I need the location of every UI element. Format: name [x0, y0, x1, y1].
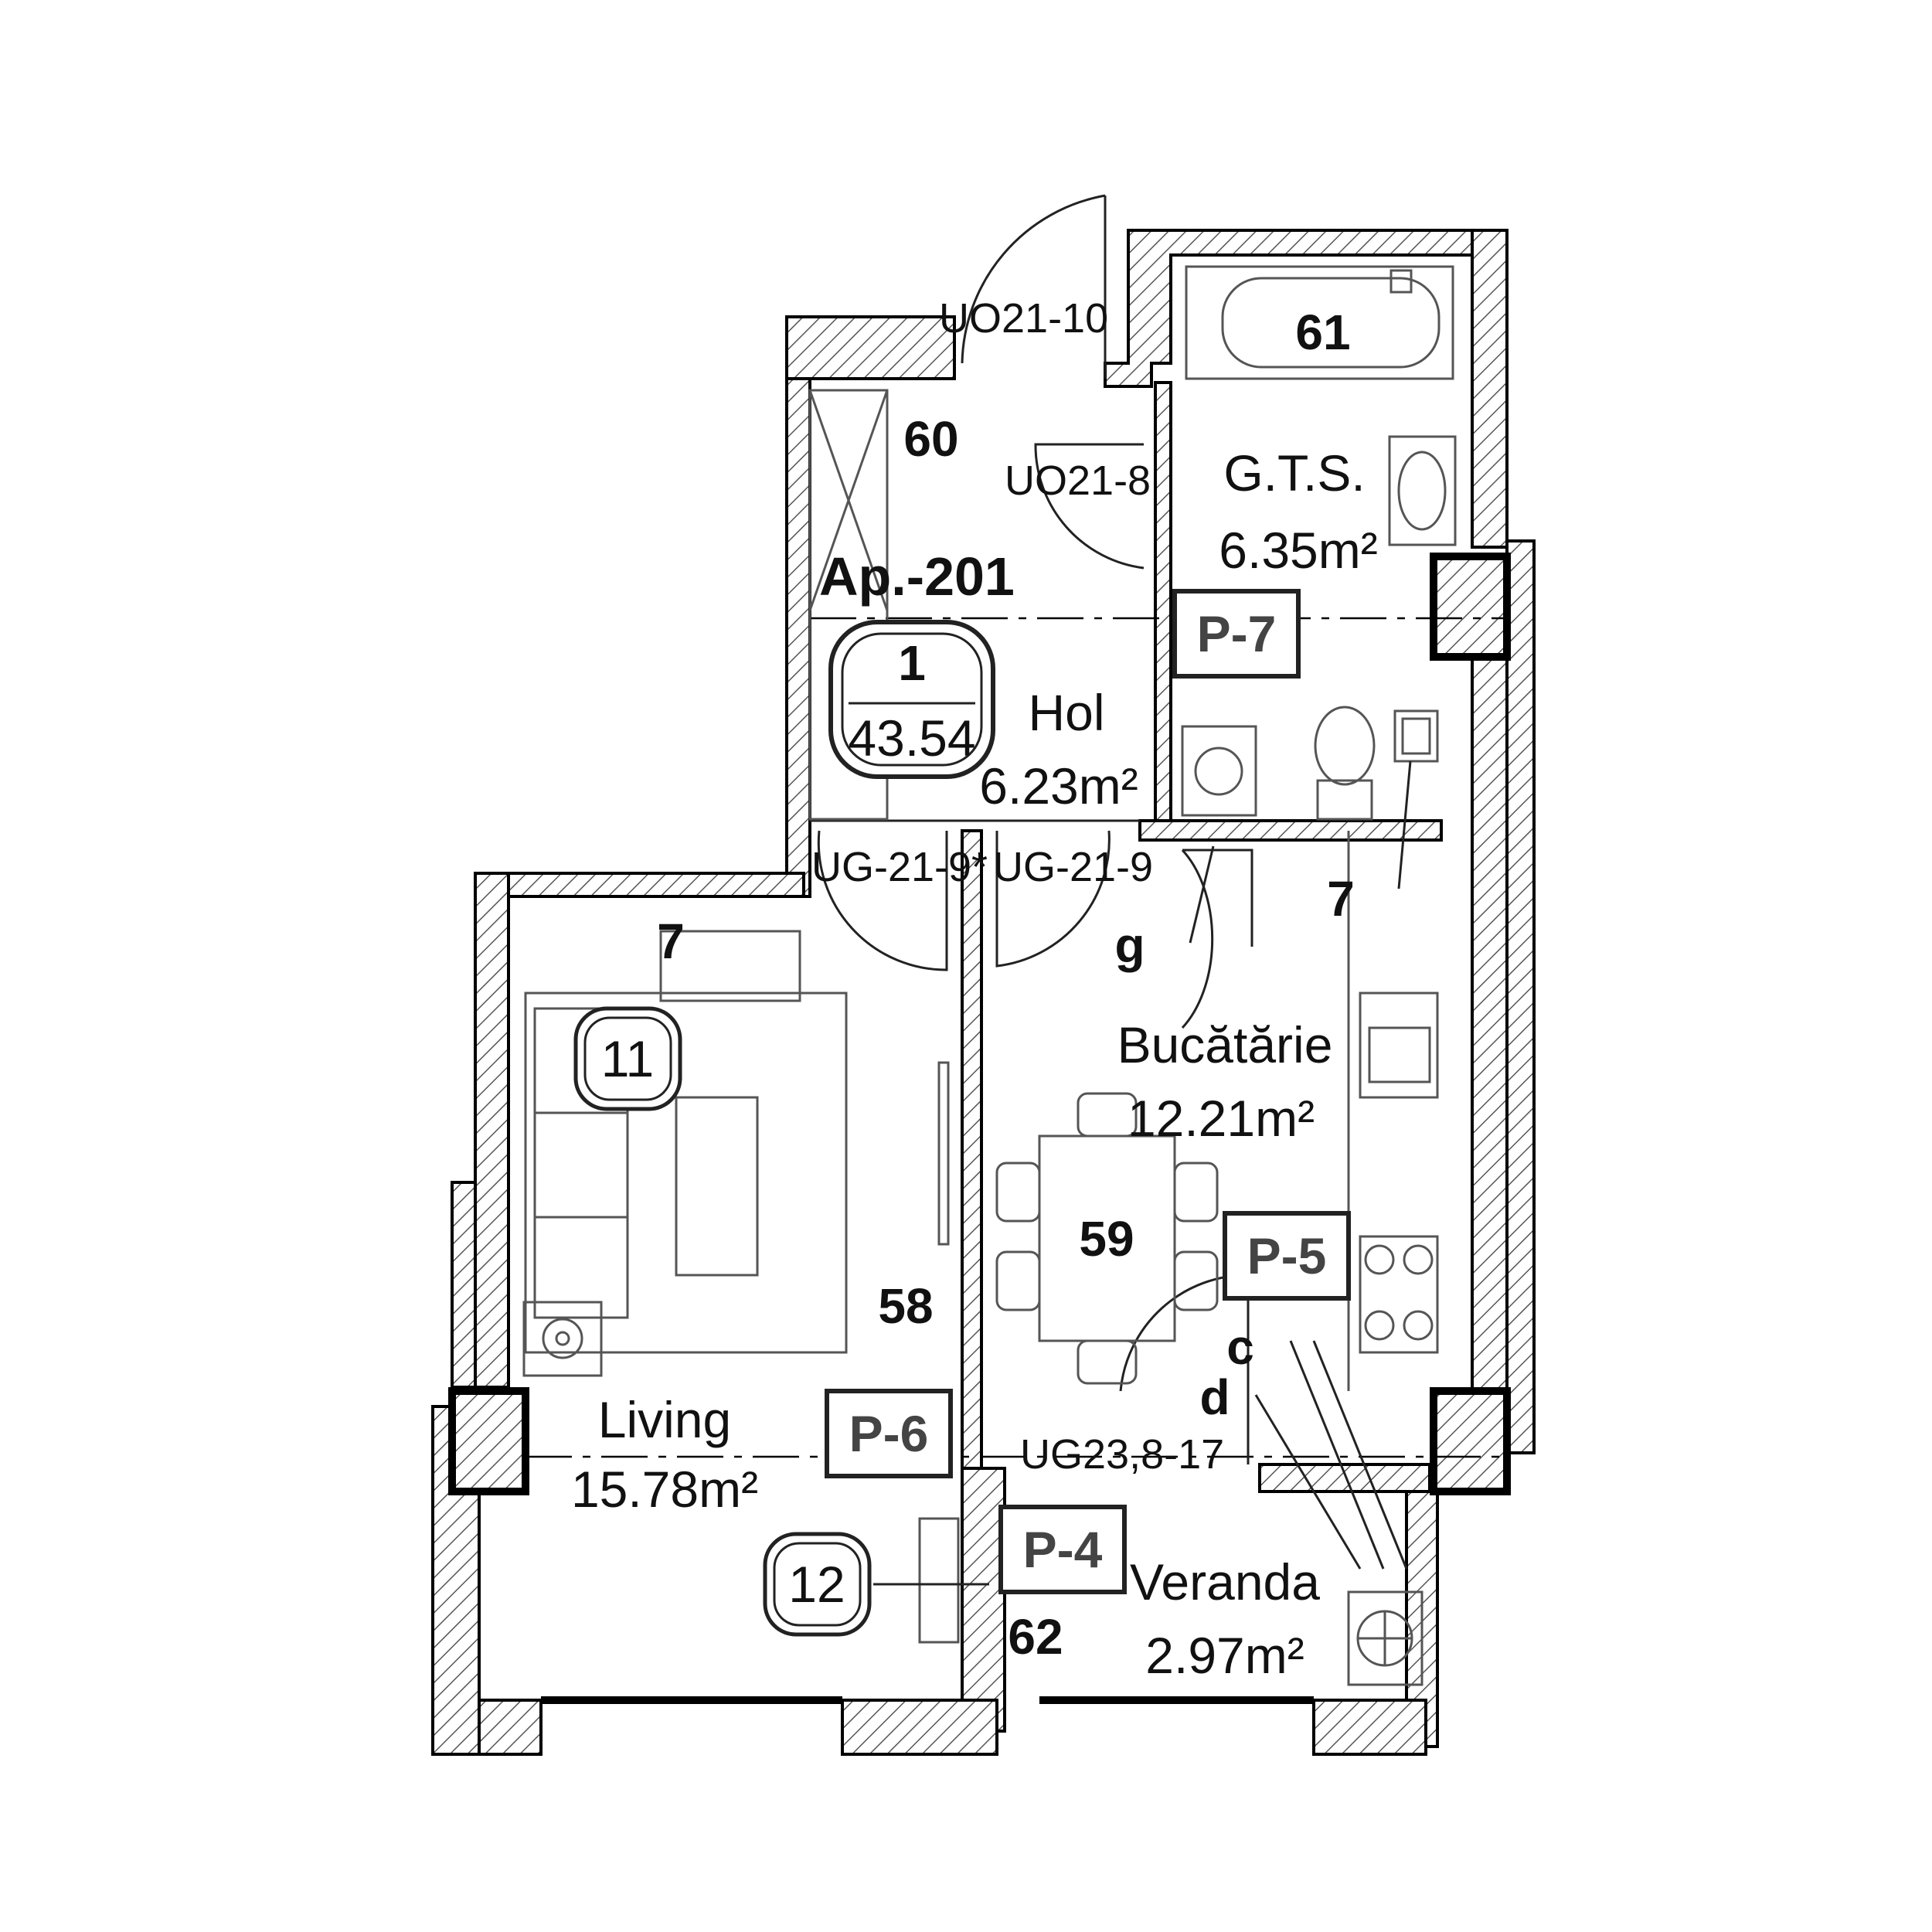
- apartment-area: 43.54: [848, 709, 975, 767]
- bathroom-sink: [1388, 435, 1457, 546]
- marker-d: d: [1199, 1369, 1230, 1425]
- dining-table: [995, 1092, 1219, 1385]
- door-swings: [817, 194, 1253, 1464]
- bathtub: [1185, 265, 1454, 380]
- kitchen-stove: [1359, 1235, 1439, 1354]
- leader-lines: [873, 760, 1412, 1586]
- circle-badge-12: 12: [763, 1532, 872, 1637]
- door-code-living: UG-21-9*: [811, 844, 988, 890]
- marker-59: 59: [1079, 1211, 1134, 1267]
- marker-g: g: [1114, 917, 1145, 973]
- circle-badge-11: 11: [573, 1006, 682, 1111]
- svg-text:11: 11: [601, 1030, 655, 1087]
- pillar-tag-p5: P-5: [1223, 1211, 1351, 1301]
- room-area-bucatarie: 12.21m²: [1128, 1090, 1315, 1147]
- marker-c: c: [1226, 1319, 1254, 1375]
- pillar-tag-p6: P-6: [825, 1389, 953, 1478]
- pillar-tag-p7: P-7: [1172, 589, 1301, 679]
- marker-7-living: 7: [657, 913, 685, 969]
- structural-columns: [448, 553, 1511, 1495]
- room-name-bucatarie: Bucătărie: [1117, 1016, 1333, 1073]
- apartment-badge: 1 43.54: [828, 620, 995, 779]
- door-code-veranda: UG23,8-17: [1020, 1431, 1224, 1478]
- room-name-gts: G.T.S.: [1223, 444, 1365, 502]
- tv-unit: [937, 1061, 950, 1246]
- marker-58: 58: [878, 1278, 933, 1334]
- radiator: [918, 1517, 960, 1644]
- svg-text:P-4: P-4: [1023, 1521, 1103, 1578]
- room-name-living: Living: [598, 1391, 731, 1448]
- marker-61: 61: [1295, 304, 1350, 360]
- apartment-id: Ap.-201: [819, 546, 1015, 607]
- toilet: [1314, 706, 1376, 821]
- svg-text:P-5: P-5: [1247, 1227, 1327, 1284]
- room-name-hol: Hol: [1028, 684, 1104, 741]
- door-code-entrance: UO21-10: [939, 295, 1108, 342]
- floor-lamp: [522, 1301, 603, 1377]
- wardrobe-hol: [808, 389, 889, 821]
- svg-text:P-7: P-7: [1197, 605, 1277, 662]
- marker-62: 62: [1008, 1609, 1063, 1665]
- svg-text:P-6: P-6: [849, 1405, 929, 1462]
- marker-60: 60: [903, 411, 958, 467]
- boiler: [1393, 709, 1439, 763]
- room-area-living: 15.78m²: [571, 1461, 758, 1518]
- svg-text:12: 12: [788, 1556, 845, 1613]
- apartment-number: 1: [898, 635, 926, 691]
- kitchen-sink: [1359, 992, 1439, 1099]
- pillar-tag-p4: P-4: [998, 1505, 1127, 1594]
- room-name-veranda: Veranda: [1130, 1553, 1320, 1611]
- room-area-veranda: 2.97m²: [1145, 1627, 1304, 1684]
- door-code-bathroom: UO21-8: [1005, 457, 1151, 504]
- sofa-set: [524, 930, 848, 1354]
- marker-7-kitchen: 7: [1327, 871, 1355, 927]
- room-area-gts: 6.35m²: [1219, 522, 1377, 579]
- door-code-kitchen: UG-21-9: [993, 844, 1153, 890]
- washing-machine: [1181, 725, 1257, 817]
- veranda-boiler: [1347, 1590, 1423, 1686]
- room-area-hol: 6.23m²: [979, 757, 1138, 815]
